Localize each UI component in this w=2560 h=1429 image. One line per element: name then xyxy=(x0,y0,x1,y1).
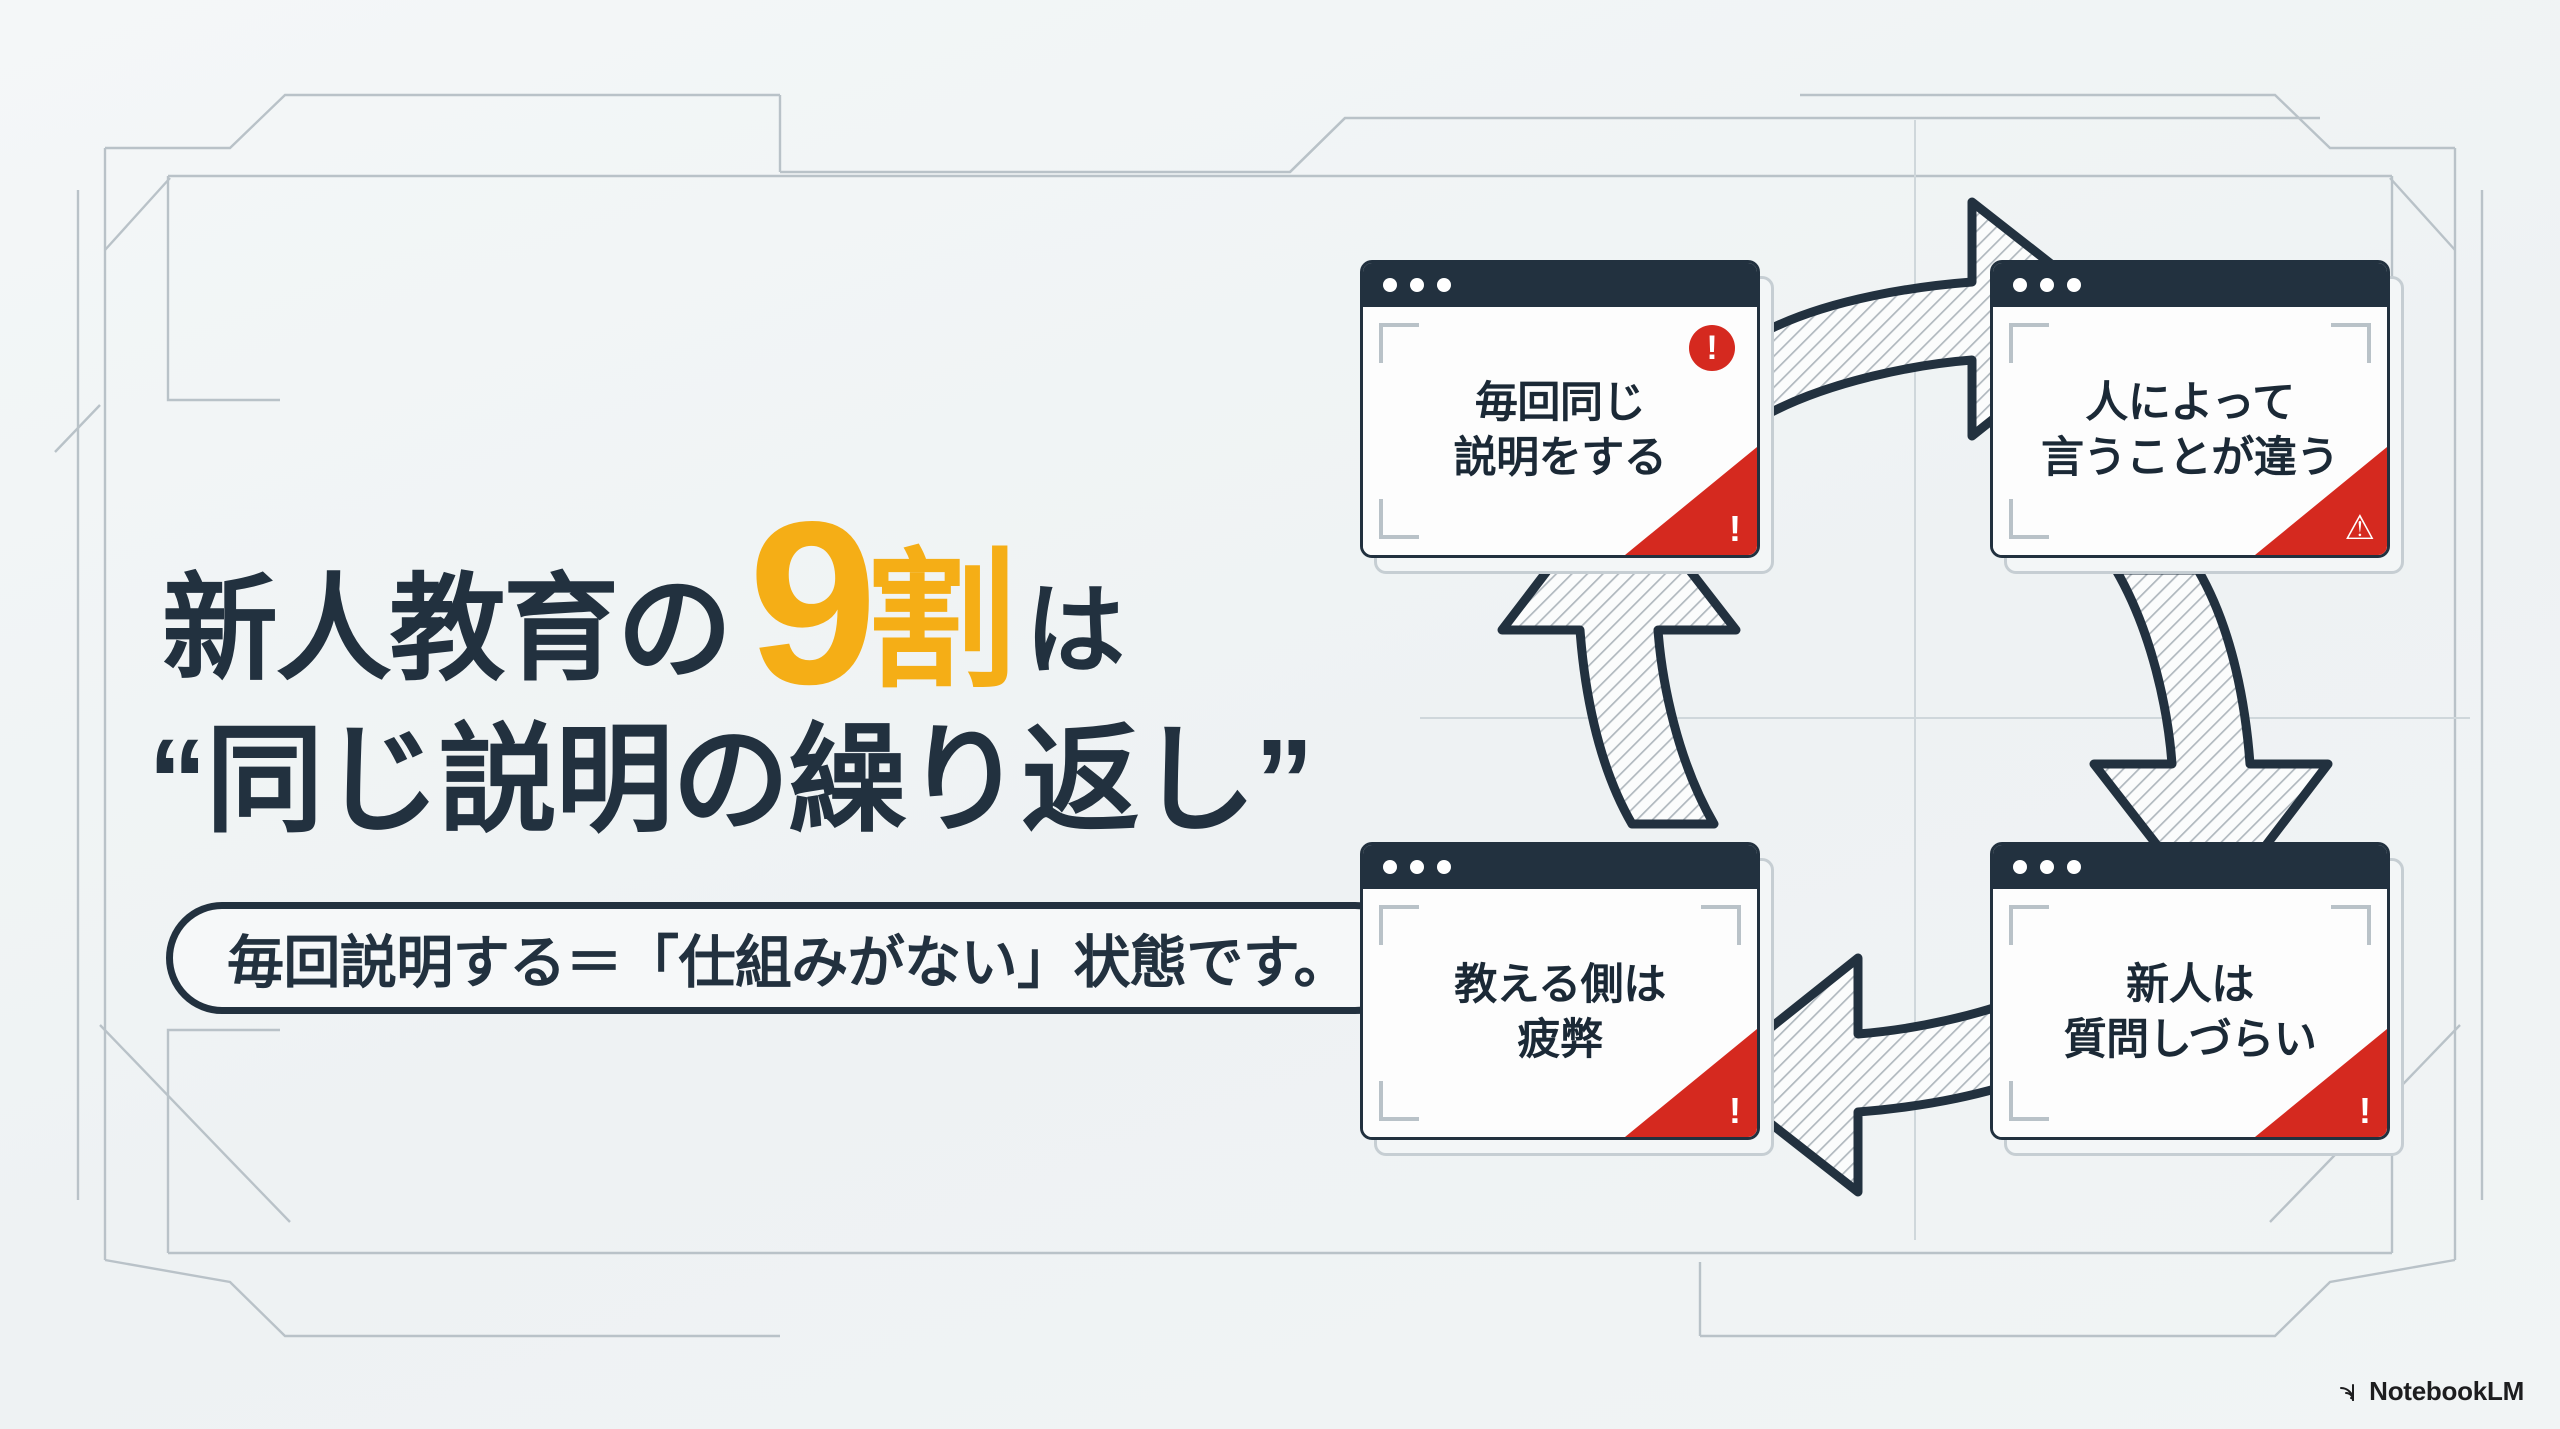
card-titlebar xyxy=(1993,845,2387,889)
subtitle-pill-label: 毎回説明する＝「仕組みがない」状態です。 xyxy=(227,931,1350,995)
alert-badge-icon: ! xyxy=(1689,325,1735,371)
card-window: 新人は 質問しづらい ! xyxy=(1990,842,2390,1140)
notebooklm-logo: NotebookLM xyxy=(2331,1376,2524,1407)
alert-corner-flag: ! xyxy=(2255,1029,2387,1137)
card-label-line-1: 新人は xyxy=(2126,960,2254,1009)
card-label-line-2: 言うことが違う xyxy=(2041,434,2339,482)
alert-corner-flag: ! xyxy=(1625,447,1757,555)
window-dot-icon xyxy=(2067,278,2081,292)
notebooklm-logo-text: NotebookLM xyxy=(2369,1376,2524,1406)
alert-corner-flag: ⚠ xyxy=(2255,447,2387,555)
exclamation-icon: ! xyxy=(1729,1090,1741,1131)
corner-bracket-icon xyxy=(1379,323,1419,363)
card-titlebar xyxy=(1363,263,1757,307)
headline-quoted-phrase: “同じ説明の繰り返し” xyxy=(148,715,1314,847)
window-dot-icon xyxy=(1410,278,1424,292)
headline-big-number: 9 xyxy=(748,474,877,733)
headline-lead-text: 新人教育の xyxy=(162,564,733,694)
card-label: 人によって 言うことが違う xyxy=(2029,376,2351,486)
card-label-line-1: 毎回同じ xyxy=(1474,378,1646,427)
headline-block: 新人教育の 9 割 は “同じ説明の繰り返し” 毎回説明する＝「仕組みがない」状… xyxy=(140,474,1411,1014)
card-window: 人によって 言うことが違う ⚠ xyxy=(1990,260,2390,558)
arrow-right-down xyxy=(2089,565,2333,921)
corner-bracket-icon xyxy=(1701,905,1741,945)
card-window: ! 毎回同じ 説明をする ! xyxy=(1360,260,1760,558)
headline-line-1: 新人教育の 9 割 は xyxy=(162,474,1320,733)
cycle-card-top-left[interactable]: ! 毎回同じ 説明をする ! xyxy=(1360,260,1774,574)
window-dot-icon xyxy=(2013,860,2027,874)
card-titlebar xyxy=(1363,845,1757,889)
card-label-line-1: 人によって xyxy=(2085,378,2295,427)
card-window: 教える側は 疲弊 ! xyxy=(1360,842,1760,1140)
window-dot-icon xyxy=(1383,278,1397,292)
window-dot-icon xyxy=(1410,860,1424,874)
corner-bracket-icon xyxy=(1379,499,1419,539)
cycle-card-bottom-left[interactable]: 教える側は 疲弊 ! xyxy=(1360,842,1774,1156)
headline-unit: 割 xyxy=(866,537,1016,705)
corner-bracket-icon xyxy=(2009,499,2049,539)
corner-bracket-icon xyxy=(2009,1081,2049,1121)
corner-bracket-icon xyxy=(1379,905,1419,945)
corner-bracket-icon xyxy=(2331,323,2371,363)
card-label-line-2: 説明をする xyxy=(1453,434,1667,482)
headline-tail-particle: は xyxy=(1025,575,1125,687)
cycle-card-bottom-right[interactable]: 新人は 質問しづらい ! xyxy=(1990,842,2404,1156)
corner-bracket-icon xyxy=(1379,1081,1419,1121)
alert-corner-flag: ! xyxy=(1625,1029,1757,1137)
card-titlebar xyxy=(1993,263,2387,307)
vicious-cycle-diagram: ! 毎回同じ 説明をする ! xyxy=(1360,197,2470,1200)
corner-bracket-icon xyxy=(2009,323,2049,363)
card-label: 毎回同じ 説明をする xyxy=(1442,376,1679,486)
warning-triangle-icon: ⚠ xyxy=(2344,509,2375,547)
card-canvas: 人によって 言うことが違う ⚠ xyxy=(1993,307,2387,555)
corner-bracket-icon xyxy=(2331,905,2371,945)
window-dot-icon xyxy=(1383,860,1397,874)
card-canvas: 新人は 質問しづらい ! xyxy=(1993,889,2387,1137)
cycle-card-top-right[interactable]: 人によって 言うことが違う ⚠ xyxy=(1990,260,2404,574)
subtitle-pill: 毎回説明する＝「仕組みがない」状態です。 xyxy=(166,902,1411,1014)
headline-line-2: “同じ説明の繰り返し” xyxy=(148,722,1320,840)
card-label-line-2: 疲弊 xyxy=(1517,1016,1603,1064)
card-canvas: 教える側は 疲弊 ! xyxy=(1363,889,1757,1137)
window-dot-icon xyxy=(2040,860,2054,874)
exclamation-icon: ! xyxy=(2359,1090,2371,1131)
notebooklm-spiral-icon xyxy=(2340,1383,2355,1401)
window-dot-icon xyxy=(2040,278,2054,292)
window-dot-icon xyxy=(2067,860,2081,874)
card-label: 教える側は 疲弊 xyxy=(1442,958,1678,1068)
card-label-line-1: 教える側は xyxy=(1454,960,1666,1009)
exclamation-icon: ! xyxy=(1729,508,1741,549)
card-canvas: ! 毎回同じ 説明をする ! xyxy=(1363,307,1757,555)
alert-badge-label: ! xyxy=(1706,329,1718,367)
corner-bracket-icon xyxy=(2009,905,2049,945)
window-dot-icon xyxy=(1437,860,1451,874)
window-dot-icon xyxy=(1437,278,1451,292)
window-dot-icon xyxy=(2013,278,2027,292)
